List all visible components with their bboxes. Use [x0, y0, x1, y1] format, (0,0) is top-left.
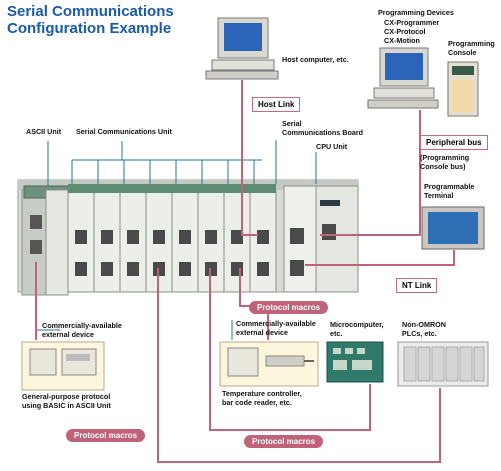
programmable-terminal-device	[422, 207, 484, 249]
programming-devices-label: Programming Devices	[378, 9, 454, 18]
serial-comm-unit-modules	[68, 184, 276, 292]
general-purpose-label-l2: using BASIC in ASCII Unit	[22, 402, 111, 411]
protocol-macros-pill-3: Protocol macros	[244, 435, 323, 448]
external-device-middle	[220, 342, 318, 386]
external-device-left	[22, 342, 104, 390]
non-omron-plc-device	[398, 342, 488, 386]
programming-console-label-l2: Console	[448, 49, 476, 58]
temp-controller-label-l2: bar code reader, etc.	[222, 399, 292, 408]
ascii-unit-label: ASCII Unit	[26, 128, 61, 137]
plc-rack	[18, 180, 358, 295]
programming-console-device	[448, 62, 478, 116]
microcomputer-device	[327, 342, 383, 382]
host-computer-device	[206, 18, 278, 79]
non-omron-label-l2: PLCs, etc.	[402, 330, 437, 339]
commercial-device-mid-label-l2: external device	[236, 329, 288, 338]
diagram-title-line1: Serial Communications	[7, 3, 174, 20]
peripheral-bus-label: Peripheral bus	[420, 135, 488, 150]
microcomputer-label-l2: etc.	[330, 330, 342, 339]
host-computer-label: Host computer, etc.	[282, 56, 349, 65]
peripheral-sub-label-l2: Console bus)	[420, 163, 466, 172]
nt-link-label: NT Link	[396, 278, 437, 293]
diagram-title-line2: Configuration Example	[7, 20, 171, 37]
cx-motion-label: CX-Motion	[384, 37, 420, 46]
programmable-terminal-label-l2: Terminal	[424, 192, 453, 201]
host-link-label: Host Link	[252, 97, 300, 112]
cpu-unit-label: CPU Unit	[316, 143, 347, 152]
programming-computer-device	[368, 48, 438, 108]
protocol-macros-pill-2: Protocol macros	[66, 429, 145, 442]
commercial-device-left-label-l2: external device	[42, 331, 94, 340]
serial-comm-unit-label: Serial Communications Unit	[76, 128, 172, 137]
protocol-macros-pill-1: Protocol macros	[249, 301, 328, 314]
serial-comm-board-label-l2: Communications Board	[282, 129, 363, 138]
